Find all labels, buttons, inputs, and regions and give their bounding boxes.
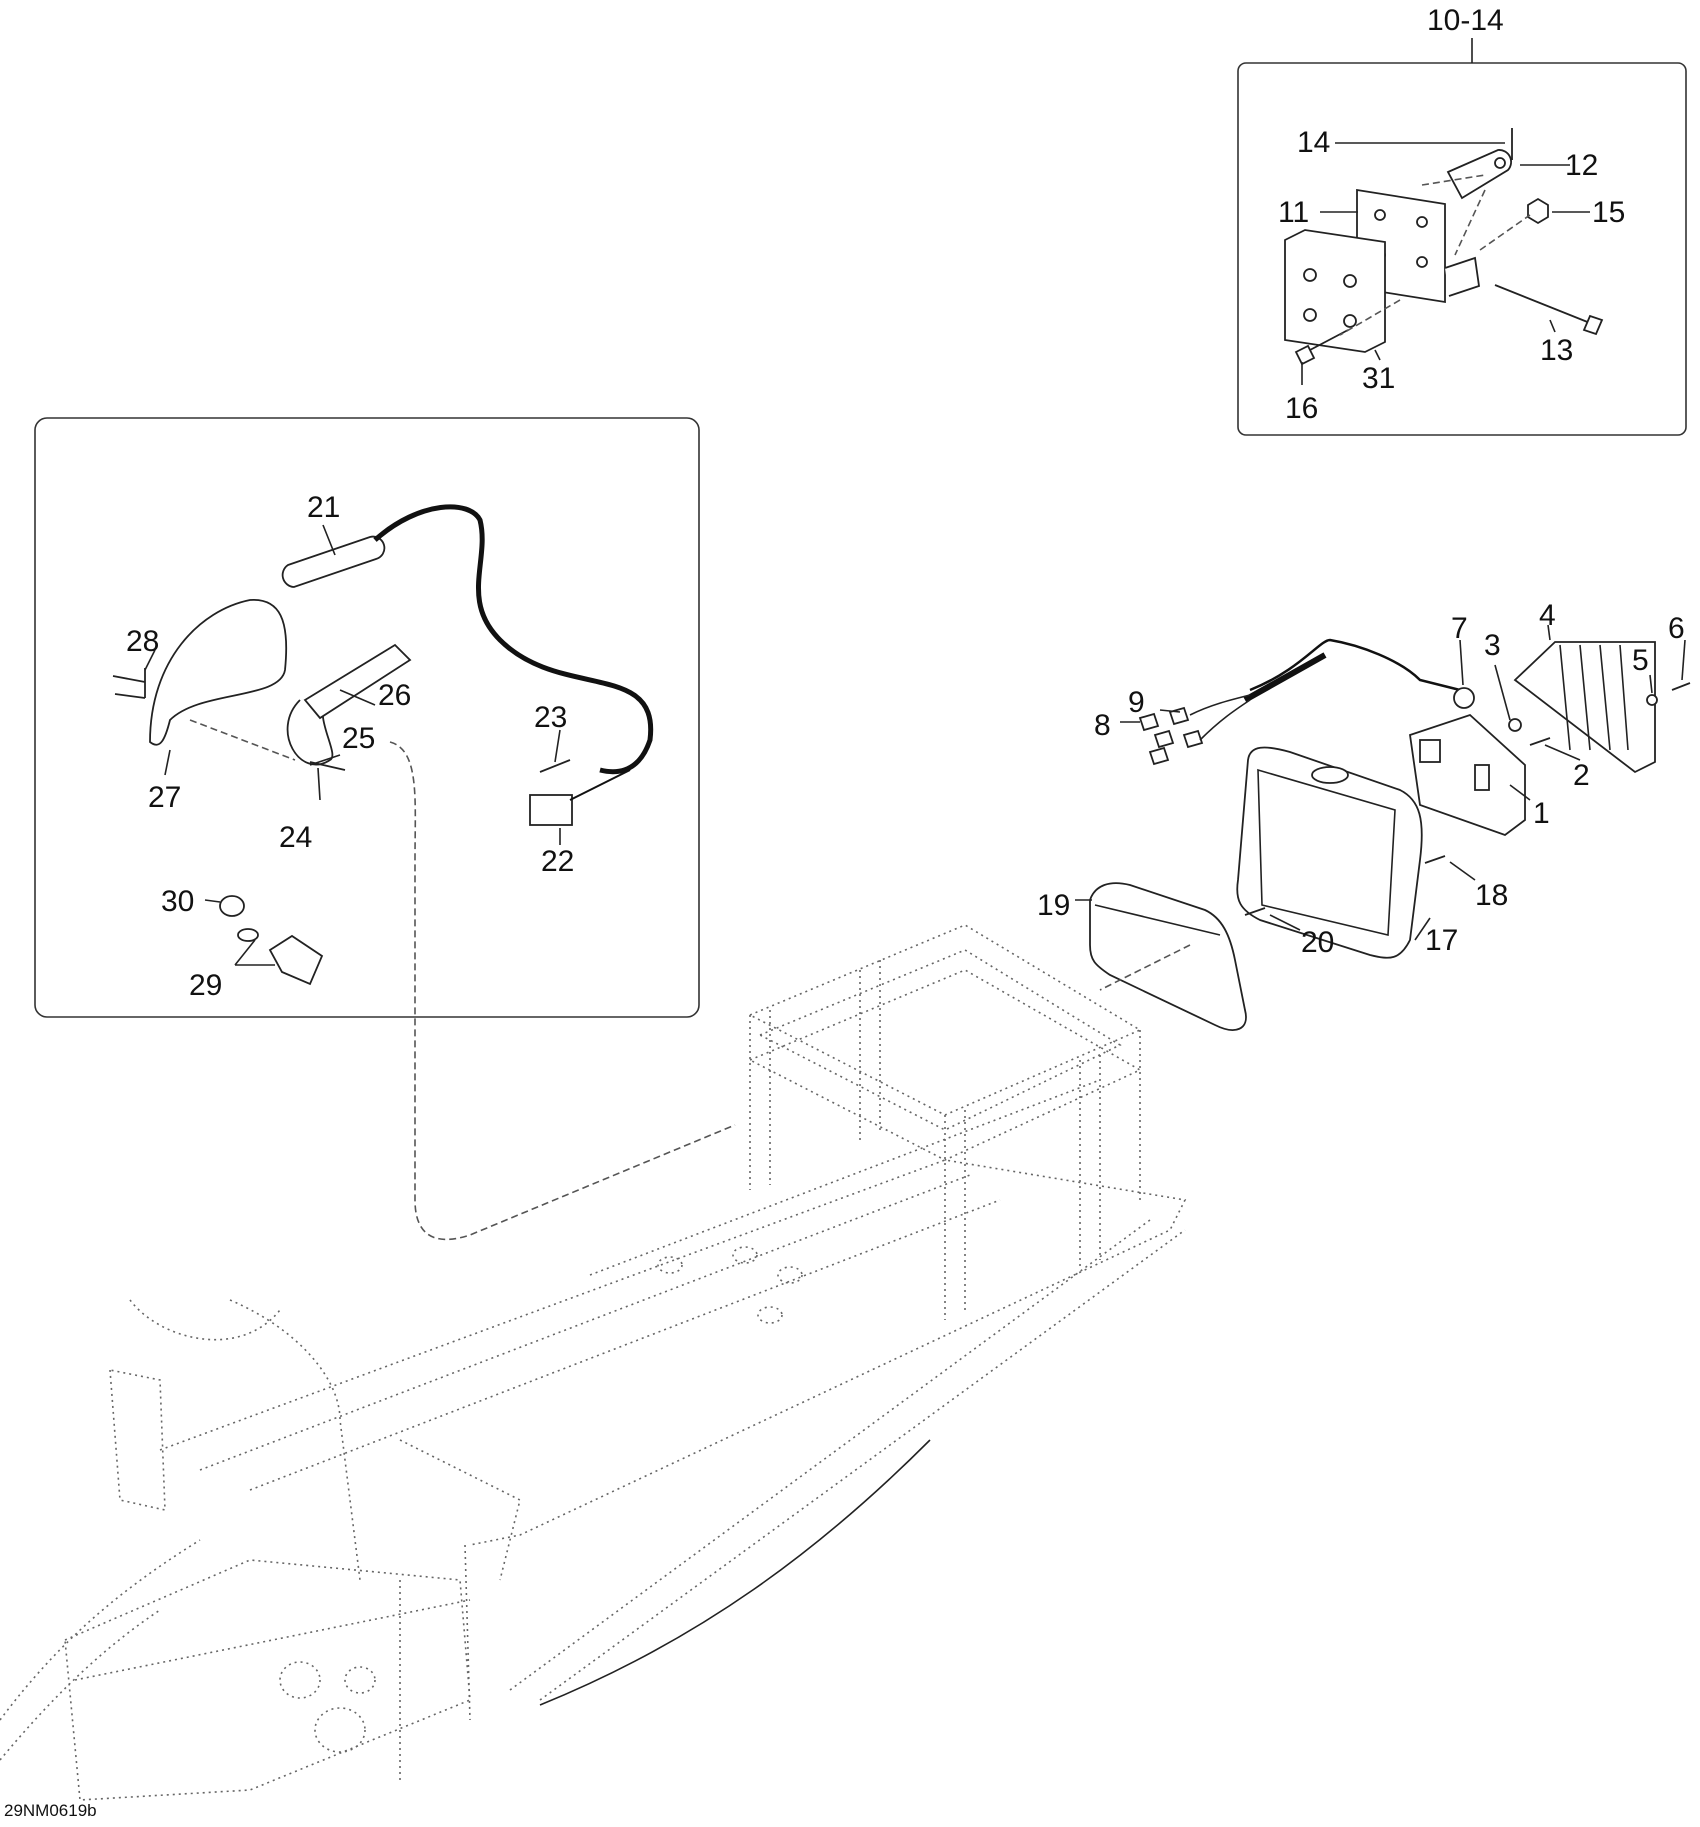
inset-mirror-assembly <box>34 417 700 1018</box>
callout-13: 13 <box>1540 334 1573 367</box>
callout-27: 27 <box>148 781 181 814</box>
callout-28: 28 <box>126 625 159 658</box>
callout-17: 17 <box>1425 924 1458 957</box>
callout-19: 19 <box>1037 889 1070 922</box>
callout-2: 2 <box>1573 759 1590 792</box>
callout-12: 12 <box>1565 149 1598 182</box>
callout-16: 16 <box>1285 392 1318 425</box>
callout-9: 9 <box>1128 686 1145 719</box>
tail-light-group <box>1075 624 1691 1031</box>
callout-20: 20 <box>1301 926 1334 959</box>
callout-8: 8 <box>1094 709 1111 742</box>
callout-18: 18 <box>1475 879 1508 912</box>
callout-labels: 10-14 14 12 11 15 13 31 16 21 28 26 23 2… <box>4 4 1685 1820</box>
callout-26: 26 <box>378 679 411 712</box>
callout-1: 1 <box>1533 797 1550 830</box>
callout-25: 25 <box>342 722 375 755</box>
callout-6: 6 <box>1668 612 1685 645</box>
drawing-reference-code: 29NM0619b <box>4 1801 97 1820</box>
callout-24: 24 <box>279 821 312 854</box>
callout-30: 30 <box>161 885 194 918</box>
callout-23: 23 <box>534 701 567 734</box>
callout-11: 11 <box>1278 196 1309 229</box>
callout-31: 31 <box>1362 362 1395 395</box>
callout-22: 22 <box>541 845 574 878</box>
callout-15: 15 <box>1592 196 1625 229</box>
callout-14: 14 <box>1297 126 1330 159</box>
callout-3: 3 <box>1484 629 1501 662</box>
callout-7: 7 <box>1451 612 1468 645</box>
chassis-rack-frame <box>0 924 1187 1801</box>
callout-21: 21 <box>307 491 340 524</box>
inset-bracket-assembly <box>1237 38 1687 436</box>
callout-10-14: 10-14 <box>1427 4 1504 37</box>
callout-4: 4 <box>1539 599 1556 632</box>
callout-5: 5 <box>1632 644 1649 677</box>
callout-29: 29 <box>189 969 222 1002</box>
